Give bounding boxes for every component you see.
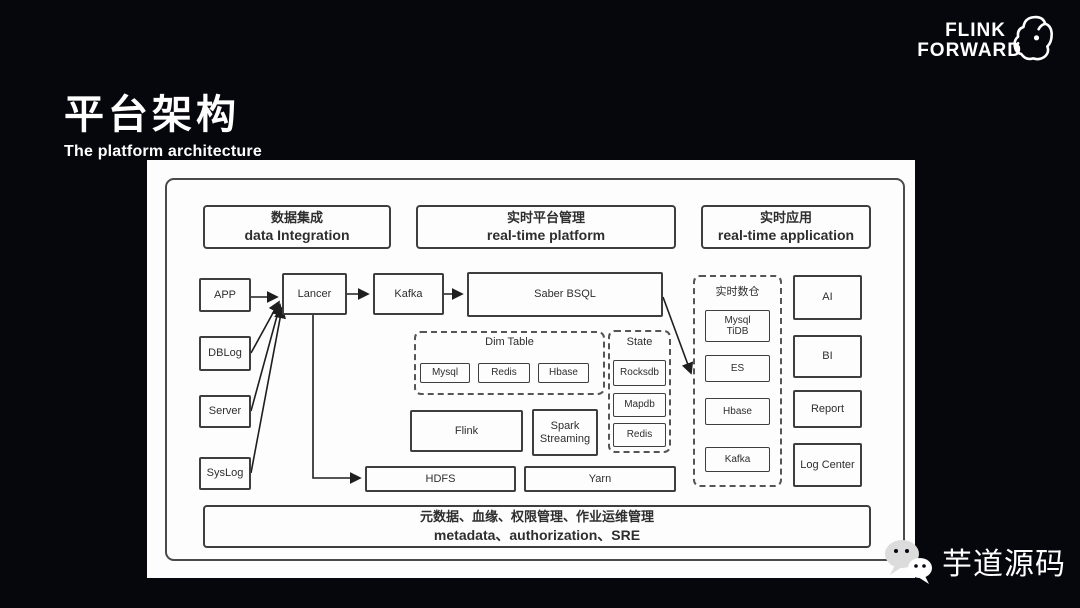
group-realtime-warehouse-label: 实时数仓 xyxy=(715,286,760,298)
watermark: 芋道源码 xyxy=(882,534,1066,588)
node-dim-hbase: Hbase xyxy=(538,363,589,383)
architecture-diagram: 数据集成 data Integration 实时平台管理 real-time p… xyxy=(147,160,915,578)
logo-text-flink: FLINK xyxy=(945,20,1006,41)
watermark-text: 芋道源码 xyxy=(942,548,1066,581)
node-report: Report xyxy=(793,390,862,428)
node-lancer: Lancer xyxy=(282,273,347,315)
wechat-icon xyxy=(885,540,932,584)
section-label-en: real-time application xyxy=(717,226,855,243)
page-title: 平台架构 The platform architecture xyxy=(64,82,262,161)
flink-forward-logo: FLINK FORWARD xyxy=(917,15,1053,62)
node-bi: BI xyxy=(793,335,862,378)
title-en: The platform architecture xyxy=(64,143,262,160)
node-state-rocksdb: Rocksdb xyxy=(613,360,666,386)
node-kafka: Kafka xyxy=(373,273,444,315)
title-cn: 平台架构 xyxy=(64,93,240,137)
node-wh-mysql-tidb: Mysql TiDB xyxy=(705,310,770,342)
section-label-cn: 实时平台管理 xyxy=(506,209,585,225)
group-dim-table-label: Dim Table xyxy=(485,336,534,348)
node-wh-hbase: Hbase xyxy=(705,398,770,425)
group-state xyxy=(608,330,671,453)
node-dim-redis: Redis xyxy=(478,363,530,383)
group-dim-table xyxy=(414,331,605,395)
node-ai: AI xyxy=(793,275,862,320)
section-data-integration: 数据集成 data Integration xyxy=(203,205,391,249)
governance-label-en: metadata、authorization、SRE xyxy=(433,526,641,543)
squirrel-eye xyxy=(1033,35,1040,41)
node-syslog: SysLog xyxy=(199,457,251,490)
section-realtime-application: 实时应用 real-time application xyxy=(701,205,871,249)
section-label-cn: 实时应用 xyxy=(759,209,812,225)
diagram-border xyxy=(165,178,905,561)
node-wh-kafka: Kafka xyxy=(705,447,770,472)
section-label-en: data Integration xyxy=(244,226,350,243)
node-hdfs: HDFS xyxy=(365,466,516,492)
node-state-mapdb: Mapdb xyxy=(613,393,666,417)
logo-text-forward: FORWARD xyxy=(917,40,1022,61)
node-log-center: Log Center xyxy=(793,443,862,487)
section-label-cn: 数据集成 xyxy=(270,209,323,225)
group-realtime-warehouse xyxy=(693,275,782,487)
section-realtime-platform: 实时平台管理 real-time platform xyxy=(416,205,676,249)
node-wh-es: ES xyxy=(705,355,770,382)
governance-label-cn: 元数据、血缘、权限管理、作业运维管理 xyxy=(419,508,654,524)
node-yarn: Yarn xyxy=(524,466,676,492)
node-dim-mysql: Mysql xyxy=(420,363,470,383)
governance-bar: 元数据、血缘、权限管理、作业运维管理 metadata、authorizatio… xyxy=(203,505,871,548)
node-server: Server xyxy=(199,395,251,428)
section-label-en: real-time platform xyxy=(486,226,606,243)
node-saber-bsql: Saber BSQL xyxy=(467,272,663,317)
flink-squirrel-icon xyxy=(1013,15,1053,61)
node-dblog: DBLog xyxy=(199,336,251,371)
node-app: APP xyxy=(199,278,251,312)
node-spark-streaming: Spark Streaming xyxy=(532,409,598,456)
node-state-redis: Redis xyxy=(613,423,666,447)
group-state-label: State xyxy=(626,336,653,348)
node-flink: Flink xyxy=(410,410,523,452)
